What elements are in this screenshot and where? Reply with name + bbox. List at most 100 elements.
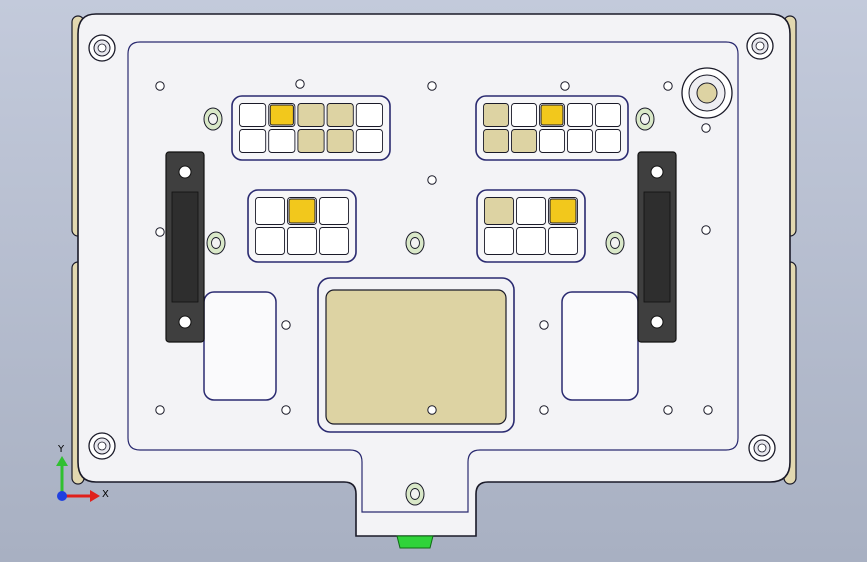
pocket-cell: [355, 129, 383, 153]
pocket-cell: [516, 197, 546, 225]
locating-pin-icon: [605, 231, 625, 255]
y-axis-label: Y: [57, 444, 65, 455]
handle-grip: [643, 191, 671, 303]
pin-core: [211, 237, 221, 249]
y-axis-arrow-head: [56, 456, 68, 466]
bolt-socket-2: [97, 441, 107, 451]
pocket-cell: [297, 129, 325, 153]
pocket-cell: [567, 103, 593, 127]
handle-screw-bottom: [650, 315, 664, 329]
through-hole-icon: [427, 175, 437, 185]
pocket-cell: [595, 103, 621, 127]
counterbore-bolt-icon: [746, 32, 774, 60]
through-hole-icon: [663, 81, 673, 91]
through-hole-icon: [701, 225, 711, 235]
pocket-cell: [326, 129, 354, 153]
grid-pocket-mid-right[interactable]: [476, 189, 586, 263]
grid-pocket-top-left-yellow-pad: [269, 104, 294, 126]
pocket-cell: [239, 103, 267, 127]
through-hole-icon: [155, 81, 165, 91]
grid-pocket-top-right-yellow-pad: [540, 104, 564, 126]
bolt-socket-0: [97, 43, 107, 53]
pin-core: [208, 113, 218, 125]
pocket-cell: [268, 129, 296, 153]
corner-bolts: [88, 32, 776, 462]
grid-pocket-top-right[interactable]: [475, 95, 629, 161]
rect-cutout-0: [203, 291, 277, 401]
through-hole-icon: [155, 405, 165, 415]
through-hole-icon: [427, 405, 437, 415]
coordinate-triad: Y X: [56, 444, 109, 502]
locating-pin-icon: [206, 231, 226, 255]
through-hole-icon: [281, 320, 291, 330]
counterbore-bolt-icon: [88, 34, 116, 62]
pocket-cell: [287, 227, 317, 255]
through-hole-icon: [155, 227, 165, 237]
pocket-cell: [484, 227, 514, 255]
through-hole-icon: [539, 405, 549, 415]
green-tab: [396, 535, 434, 549]
pocket-cell: [567, 129, 593, 153]
pocket-cell: [255, 197, 285, 225]
bolt-socket-1: [755, 41, 765, 51]
rect-cutout-1: [561, 291, 639, 401]
grip-handles[interactable]: [165, 151, 677, 343]
locating-pins: [203, 107, 655, 506]
pin-core: [410, 237, 420, 249]
plate-inner-step: [127, 41, 739, 513]
pocket-cell: [319, 197, 349, 225]
handle-screw-top: [650, 165, 664, 179]
pocket-cell: [355, 103, 383, 127]
pocket-cell: [516, 227, 546, 255]
pocket-cell: [511, 103, 537, 127]
rect-cutouts: [203, 291, 639, 401]
pocket-cell: [595, 129, 621, 153]
through-hole-icon: [701, 123, 711, 133]
handle-grip: [171, 191, 199, 303]
pocket-cell: [297, 103, 325, 127]
locating-pin-icon: [405, 231, 425, 255]
bushing-core: [696, 82, 718, 104]
through-hole-icon: [427, 81, 437, 91]
through-hole-icon: [663, 405, 673, 415]
locating-pin-icon: [405, 482, 425, 506]
pin-core: [610, 237, 620, 249]
grip-handle-icon-left[interactable]: [165, 151, 205, 343]
bushing-icon: [681, 67, 733, 119]
pocket-cell: [483, 129, 509, 153]
pocket-cell: [239, 129, 267, 153]
pocket-cell: [319, 227, 349, 255]
pocket-cell: [511, 129, 537, 153]
bottom-tab: [396, 535, 434, 549]
handle-screw-top: [178, 165, 192, 179]
grid-pocket-mid-left[interactable]: [247, 189, 357, 263]
pocket-cell: [539, 129, 565, 153]
grip-handle-icon-right[interactable]: [637, 151, 677, 343]
through-hole-icon: [703, 405, 713, 415]
pocket-cell: [548, 227, 578, 255]
pocket-cell: [484, 197, 514, 225]
through-hole-icon: [560, 81, 570, 91]
counterbore-bolt-icon: [748, 434, 776, 462]
pin-core: [640, 113, 650, 125]
grid-pockets[interactable]: [231, 95, 629, 263]
x-axis-label: X: [102, 489, 109, 500]
through-hole-icon: [281, 405, 291, 415]
grid-pocket-top-left[interactable]: [231, 95, 391, 161]
grid-pocket-mid-right-yellow-pad: [549, 198, 577, 224]
through-hole-icon: [539, 320, 549, 330]
bolt-socket-3: [757, 443, 767, 453]
locating-pin-icon: [203, 107, 223, 131]
x-axis-arrow-head: [90, 490, 100, 502]
center-pad-pocket[interactable]: [317, 277, 515, 433]
pin-core: [410, 488, 420, 500]
pocket-cell: [483, 103, 509, 127]
center-pad: [325, 289, 507, 425]
grid-pocket-mid-left-yellow-pad: [288, 198, 316, 224]
locating-pin-icon: [635, 107, 655, 131]
through-hole-icon: [295, 79, 305, 89]
pocket-cell: [326, 103, 354, 127]
handle-screw-bottom: [178, 315, 192, 329]
